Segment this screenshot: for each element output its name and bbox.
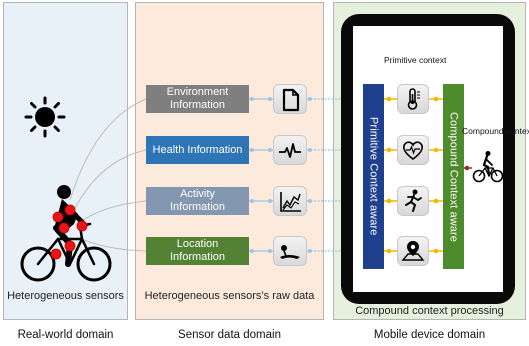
location-info-line1: Location (176, 238, 219, 250)
health-info-line1: Health Information (152, 143, 243, 156)
map-pin-icon (273, 236, 307, 266)
heart-icon (397, 135, 429, 165)
real-world-domain-label: Real-world domain (17, 329, 114, 341)
environment-info-line1: Environment (166, 86, 229, 98)
compound-context-aware-label: Compound Context aware (447, 111, 460, 242)
environment-info-line2: Information (169, 99, 226, 111)
running-person-icon (397, 186, 429, 216)
primitive-context-aware-label: Primitive Context aware (367, 117, 380, 236)
mobile-device-caption: Compound context processing (355, 305, 504, 317)
activity-info-line2: Information (169, 201, 226, 213)
health-info-box: Health Information (146, 136, 249, 164)
mobile-device-domain-label: Mobile device domain (373, 329, 486, 341)
activity-info-box: Activity Information (146, 187, 249, 215)
compound-cyclist-icon (472, 151, 504, 183)
sensor-data-caption: Heterogeneous sensors’s raw data (144, 290, 315, 302)
heartbeat-icon (273, 135, 307, 165)
sun-icon (24, 96, 66, 138)
compound-context-aware-bar: Compound Context aware (443, 84, 464, 269)
sensor-data-domain-label: Sensor data domain (178, 329, 281, 341)
compound-context-label: Compound context (462, 126, 529, 136)
activity-info-line1: Activity (180, 188, 215, 200)
document-icon (273, 84, 307, 114)
location-info-line2: Information (169, 251, 226, 263)
location-info-box: Location Information (146, 237, 249, 265)
thermometer-icon (397, 84, 429, 114)
primitive-context-aware-bar: Primitive Context aware (363, 84, 384, 269)
environment-info-box: Environment Information (146, 85, 249, 113)
real-world-panel (3, 2, 128, 320)
map-location-icon (397, 236, 429, 266)
line-chart-icon (273, 186, 307, 216)
primitive-context-label: Primitive context (384, 55, 447, 65)
cyclist-with-sensors-icon (20, 185, 112, 282)
real-world-caption: Heterogeneous sensors (7, 290, 124, 302)
